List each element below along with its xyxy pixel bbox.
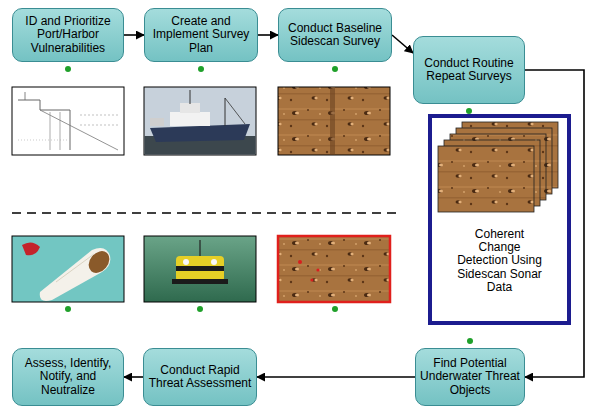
- rov-photo: [144, 236, 256, 302]
- sonar-stack: [438, 122, 558, 212]
- flow-arrow: [257, 376, 415, 378]
- change-detection-panel: Coherent Change Detection Using Sidescan…: [428, 114, 571, 325]
- divider: [12, 212, 400, 214]
- flow-arrow: [392, 35, 413, 53]
- flow-arrow: [124, 34, 144, 36]
- process-box: Conduct Routine Repeat Surveys: [413, 36, 525, 104]
- process-box: Conduct Baseline Sidescan Survey: [278, 8, 392, 62]
- node-label: Create and Implement Survey Plan: [149, 15, 253, 55]
- process-box: Find Potential Underwater Threat Objects: [415, 348, 525, 406]
- flow-arrow: [124, 376, 143, 378]
- harbor-drawing: [12, 87, 124, 155]
- ship-photo: [144, 87, 256, 155]
- object-photo: [12, 236, 124, 302]
- link-dots: [65, 66, 473, 344]
- node-label: Find Potential Underwater Threat Objects: [420, 357, 520, 397]
- process-box: Assess, Identify, Notify, and Neutralize: [12, 348, 124, 406]
- node-label: Coherent Change Detection Using Sidescan…: [457, 228, 543, 294]
- flow-arrow: [258, 34, 278, 36]
- process-box: Create and Implement Survey Plan: [144, 8, 258, 62]
- node-label: ID and Prioritize Port/Harbor Vulnerabil…: [17, 15, 119, 55]
- node-label: Conduct Rapid Threat Assessment: [148, 364, 252, 390]
- process-box: Conduct Rapid Threat Assessment: [143, 348, 257, 406]
- node-label: Conduct Routine Repeat Surveys: [418, 57, 520, 83]
- sonar-image: [278, 87, 390, 155]
- node-label: Assess, Identify, Notify, and Neutralize: [17, 357, 119, 397]
- node-label: Conduct Baseline Sidescan Survey: [283, 22, 387, 48]
- process-box: ID and Prioritize Port/Harbor Vulnerabil…: [12, 8, 124, 62]
- sonar-target-image: [278, 236, 390, 302]
